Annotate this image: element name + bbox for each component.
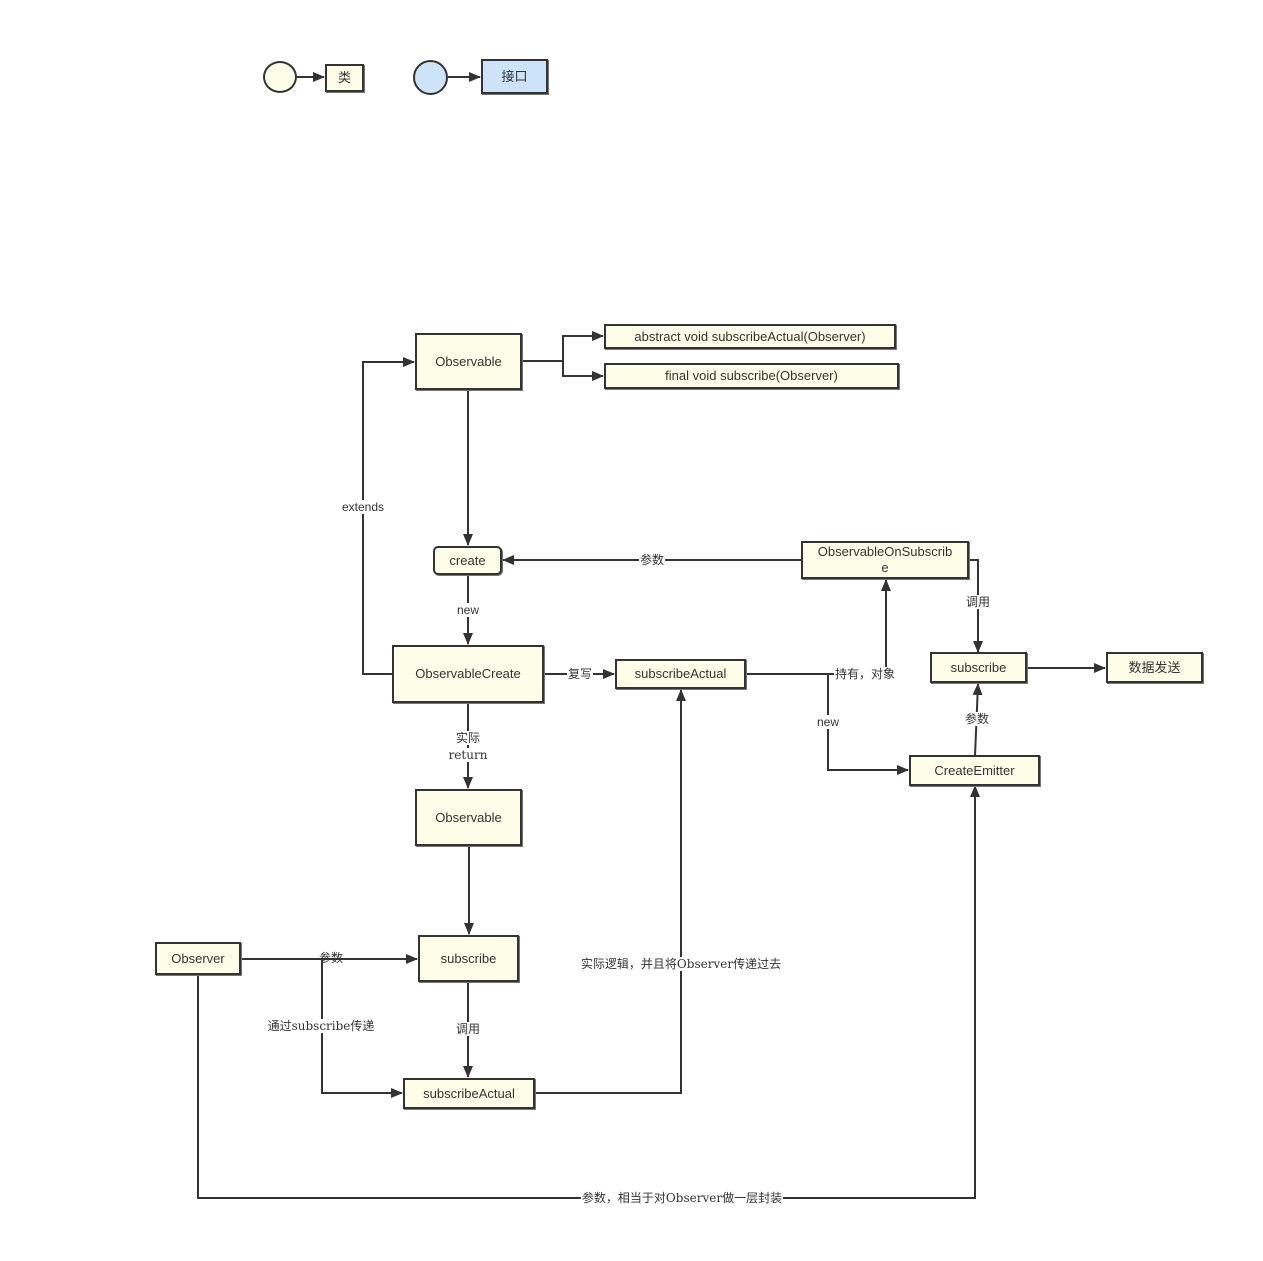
- node-label: abstract void subscribeActual(Observer): [634, 328, 866, 344]
- node-label: 数据发送: [1128, 659, 1181, 675]
- edge-label-param-create: 参数: [638, 553, 666, 567]
- node-label: final void subscribe(Observer): [665, 368, 838, 383]
- node-label: create: [449, 552, 486, 568]
- edge-label-override: 复写: [566, 667, 594, 681]
- node-label: Observable: [435, 809, 502, 825]
- edge-label-new-emitter: new: [815, 715, 841, 729]
- edge-label-call-bottom: 调用: [454, 1022, 482, 1036]
- edge-label-param-emitter: 参数: [963, 712, 991, 726]
- node-label: Observable: [435, 353, 502, 369]
- create-node[interactable]: create: [433, 546, 502, 575]
- edge-label-return: return: [447, 748, 489, 762]
- legend-class-circle: [263, 61, 297, 93]
- data-send-node[interactable]: 数据发送: [1106, 652, 1203, 683]
- subscribe-bottom-node[interactable]: subscribe: [418, 935, 519, 982]
- final-method-node[interactable]: final void subscribe(Observer): [604, 363, 899, 389]
- edge-label-new-create: new: [455, 603, 481, 617]
- edge-label-actual: 实际: [454, 731, 482, 745]
- legend-class-label: 类: [337, 70, 351, 85]
- edge-label-via-subscribe: 通过subscribe传递: [266, 1019, 376, 1033]
- legend-class-box: 类: [325, 64, 364, 92]
- node-label: ObservableOnSubscribe: [817, 544, 953, 575]
- edge-label-actual-logic: 实际逻辑，并且将Observer传递过去: [579, 957, 783, 971]
- node-label: subscribeActual: [423, 1085, 515, 1101]
- legend-interface-circle: [413, 60, 448, 95]
- legend-interface-label: 接口: [501, 68, 528, 84]
- node-label: Observer: [171, 950, 225, 966]
- node-label: subscribe: [440, 950, 497, 966]
- edge-label-extends: extends: [340, 500, 386, 514]
- subscribe-right-node[interactable]: subscribe: [930, 652, 1027, 683]
- subscribe-actual-bottom-node[interactable]: subscribeActual: [403, 1078, 535, 1109]
- observable-top-node[interactable]: Observable: [415, 333, 522, 390]
- node-label: ObservableCreate: [415, 666, 521, 681]
- node-label: subscribe: [950, 659, 1007, 675]
- abstract-method-node[interactable]: abstract void subscribeActual(Observer): [604, 324, 896, 349]
- edge-label-wrap-observer: 参数，相当于对Observer做一层封装: [580, 1191, 784, 1205]
- observable-mid-node[interactable]: Observable: [415, 789, 522, 846]
- observable-on-subscribe-node[interactable]: ObservableOnSubscribe: [801, 541, 969, 579]
- observer-node[interactable]: Observer: [155, 942, 241, 975]
- edge-label-hold-object: 持有，对象: [833, 667, 897, 681]
- create-emitter-node[interactable]: CreateEmitter: [909, 755, 1040, 786]
- node-label: CreateEmitter: [934, 762, 1015, 778]
- subscribe-actual-mid-node[interactable]: subscribeActual: [615, 659, 746, 689]
- node-label: subscribeActual: [634, 666, 727, 681]
- legend-interface-box: 接口: [481, 59, 548, 94]
- edge-label-call-right: 调用: [964, 595, 992, 609]
- observable-create-node[interactable]: ObservableCreate: [392, 645, 544, 703]
- edge-label-param-observer: 参数: [318, 951, 344, 965]
